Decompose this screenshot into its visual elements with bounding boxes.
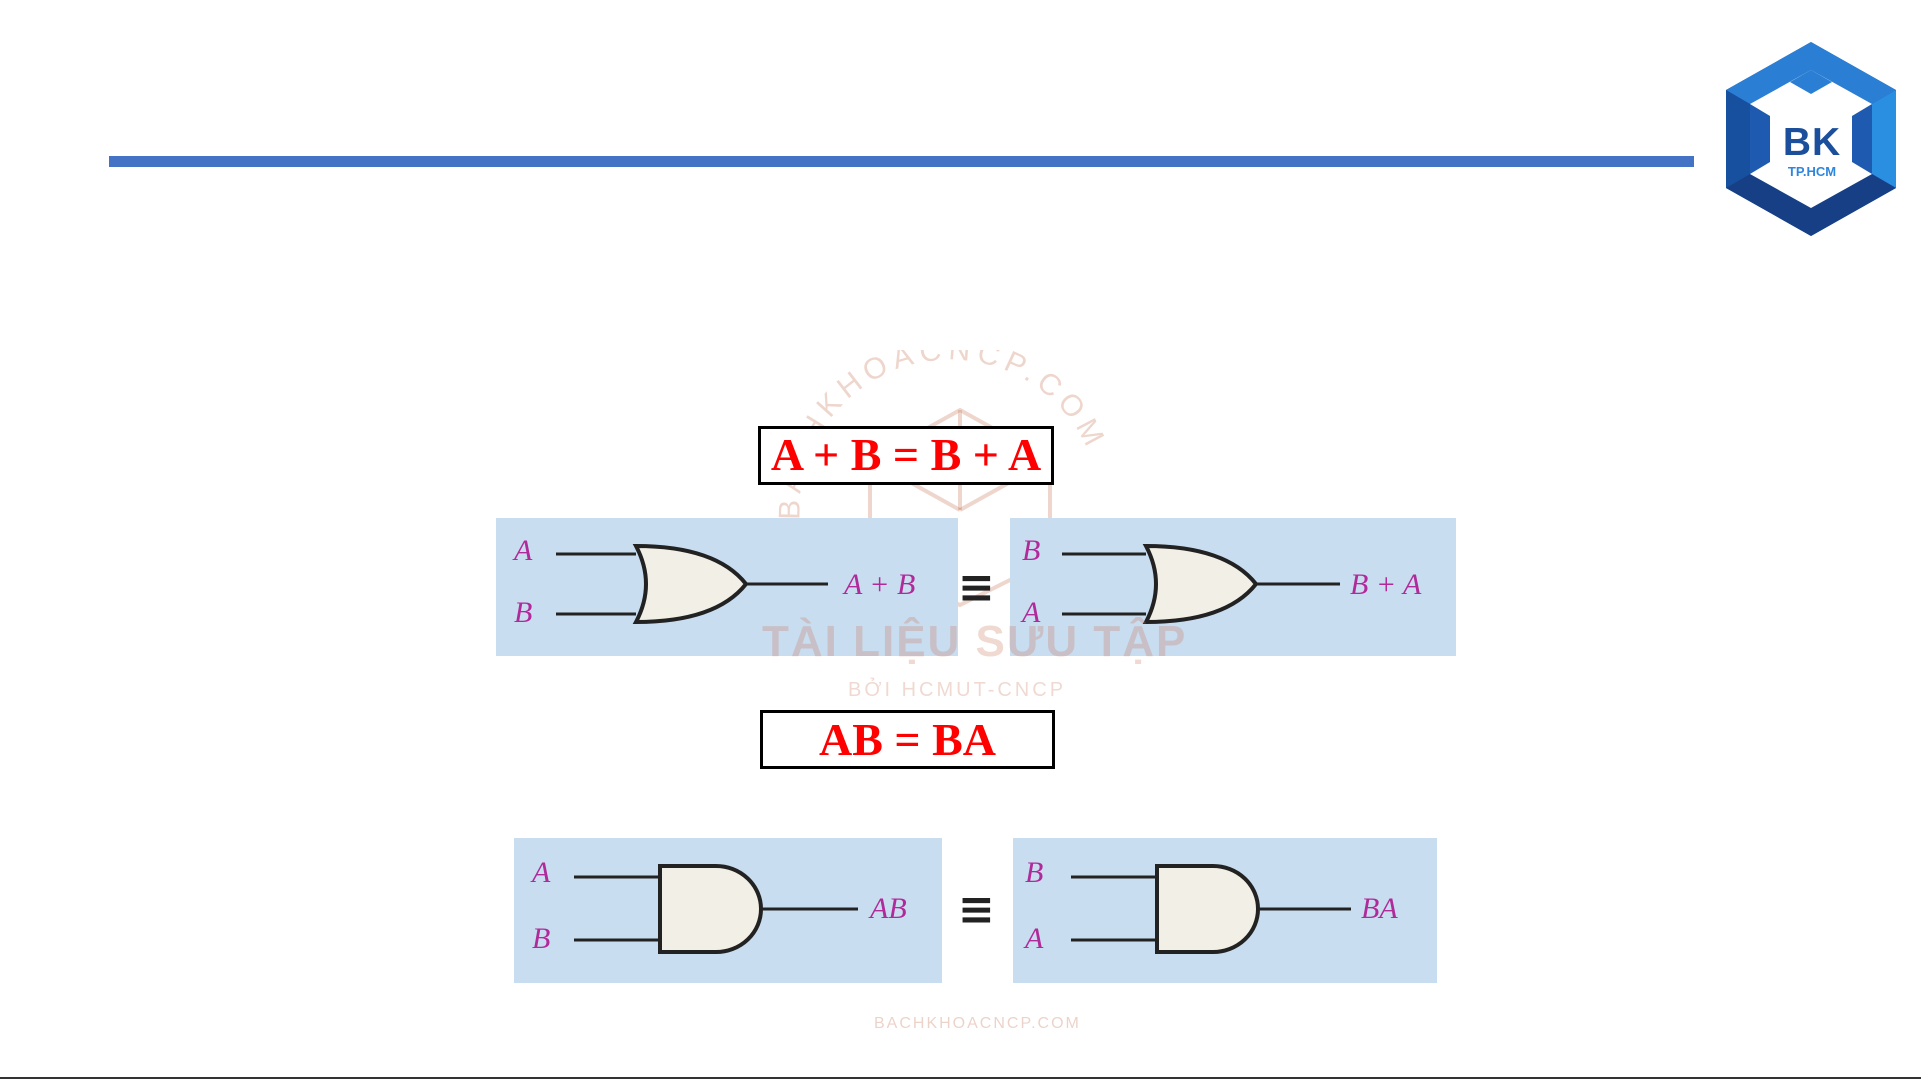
or-equivalence-symbol: ≡ <box>958 562 995 613</box>
and-left-input-b: B <box>532 922 550 956</box>
bk-logo: BK TP.HCM <box>1712 38 1910 238</box>
or-right-input-b: B <box>1022 534 1040 568</box>
and-right-panel: B A BA <box>1013 838 1437 983</box>
and-left-panel: A B AB <box>514 838 942 983</box>
and-right-input-a: A <box>1025 922 1043 956</box>
and-right-output: BA <box>1361 892 1398 926</box>
logo-subtitle: TP.HCM <box>1772 164 1852 179</box>
watermark-footer: BACHKHOACNCP.COM <box>874 1015 1081 1033</box>
slide-bottom-border <box>0 1077 1921 1079</box>
or-left-output: A + B <box>844 568 915 602</box>
or-commutative-equation: A + B = B + A <box>758 426 1054 485</box>
watermark-byline: BỞI HCMUT-CNCP <box>848 679 1066 702</box>
or-left-input-a: A <box>514 534 532 568</box>
and-commutative-equation: AB = BA <box>760 710 1055 769</box>
and-left-input-a: A <box>532 856 550 890</box>
and-right-input-b: B <box>1025 856 1043 890</box>
and-left-output: AB <box>870 892 907 926</box>
watermark-main-text: TÀI LIỆU SƯU TẬP <box>762 617 1187 667</box>
logo-bk-text: BK <box>1772 121 1852 165</box>
title-underline-bar <box>109 156 1694 167</box>
or-right-output: B + A <box>1350 568 1421 602</box>
or-left-input-b: B <box>514 596 532 630</box>
and-equivalence-symbol: ≡ <box>958 884 995 935</box>
